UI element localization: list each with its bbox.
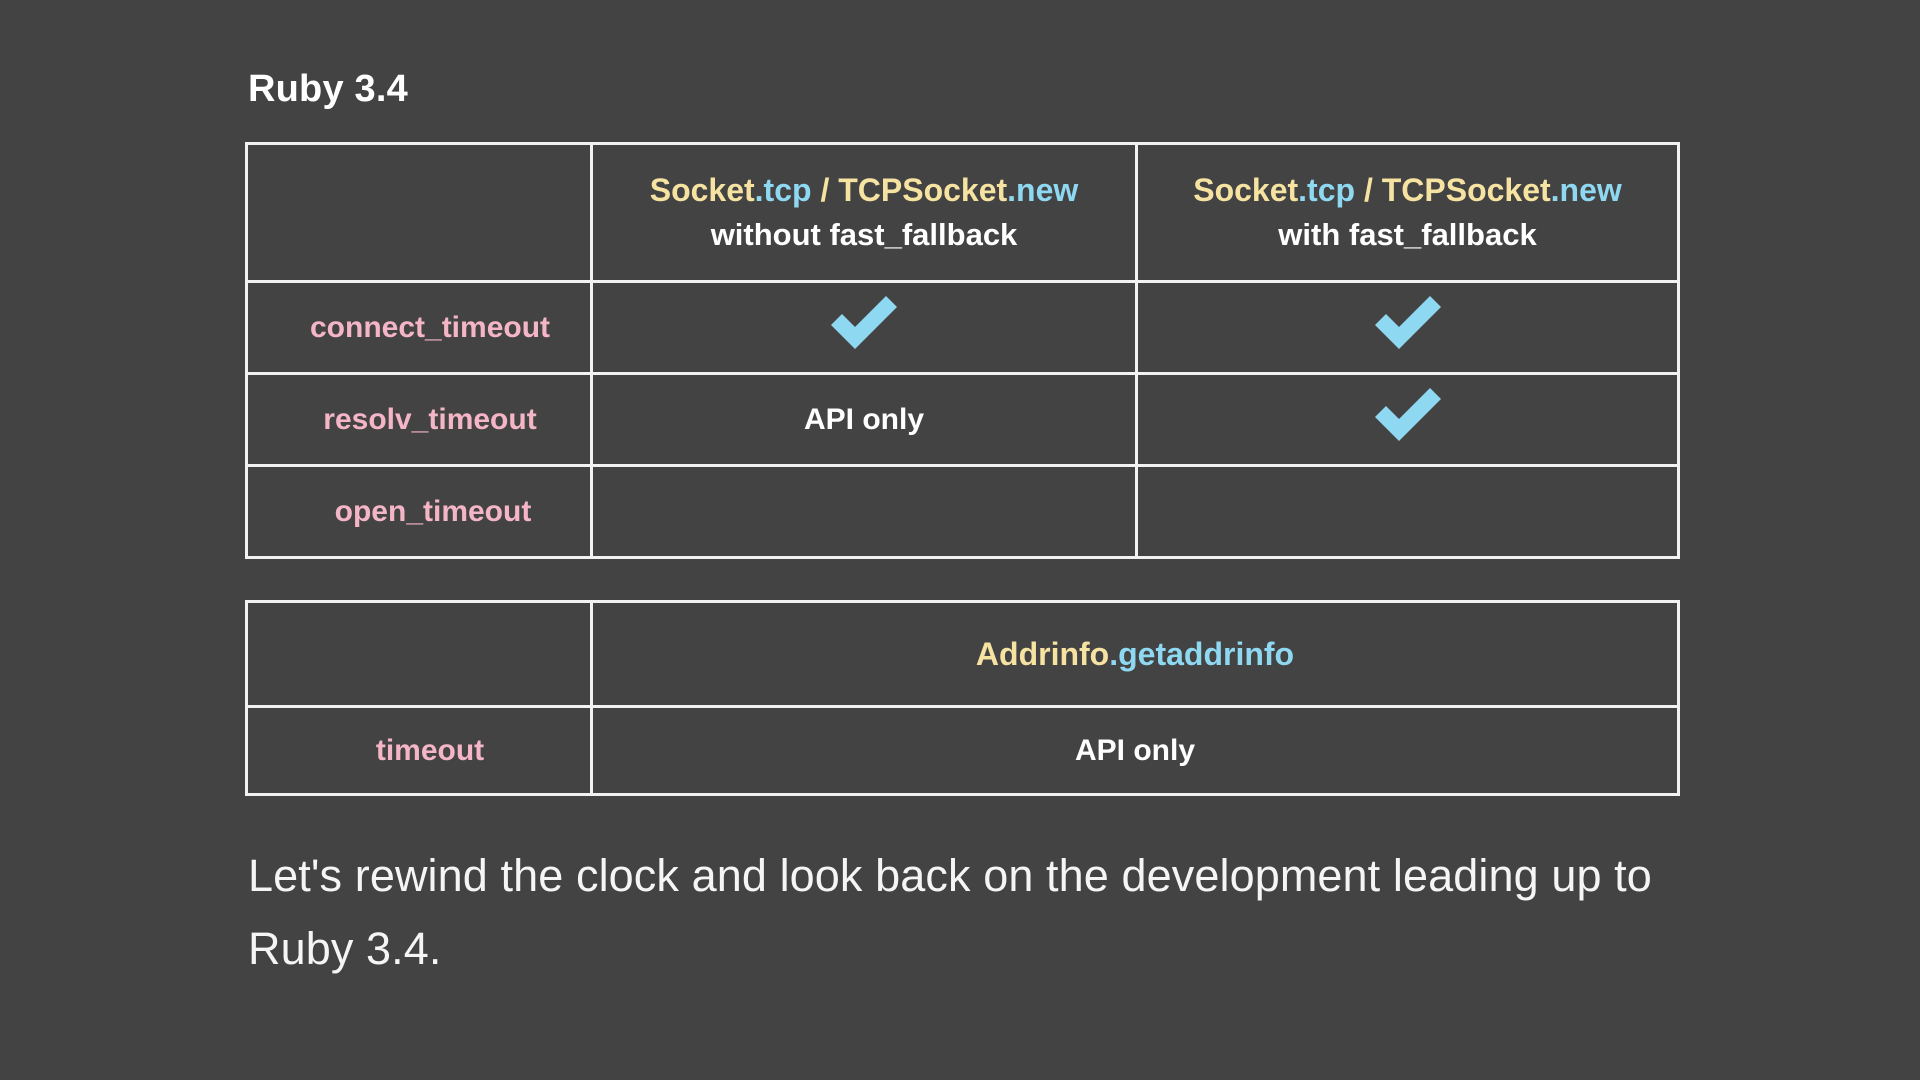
row-label-connect-timeout: connect_timeout <box>245 280 593 375</box>
code-method-new: .new <box>1007 171 1079 208</box>
code-constant-socket: Socket <box>1193 171 1299 208</box>
cell-resolv-timeout-without-fast-fallback: API only <box>590 372 1138 467</box>
table-header-row: Addrinfo.getaddrinfo <box>245 600 1680 708</box>
row-label-open-timeout: open_timeout <box>245 464 593 559</box>
code-separator: / <box>811 171 839 208</box>
code-method-tcp: .tcp <box>754 171 812 208</box>
table-row: connect_timeout <box>245 280 1680 375</box>
cell-timeout-addrinfo: API only <box>590 705 1680 796</box>
header-cell-with-fast-fallback: Socket.tcp / TCPSocket.new with fast_fal… <box>1135 142 1680 283</box>
code-constant-addrinfo: Addrinfo <box>975 635 1110 672</box>
table-header-row: Socket.tcp / TCPSocket.new without fast_… <box>245 142 1680 283</box>
code-constant-socket: Socket <box>649 171 755 208</box>
code-signature: Socket.tcp / TCPSocket.new <box>1138 170 1677 211</box>
check-icon <box>825 295 903 355</box>
table-row: open_timeout <box>245 464 1680 559</box>
check-icon <box>1369 295 1447 355</box>
code-method-tcp: .tcp <box>1298 171 1356 208</box>
header-corner-cell <box>245 600 593 708</box>
cell-connect-timeout-with-fast-fallback <box>1135 280 1680 375</box>
code-constant-tcpsocket: TCPSocket <box>1381 171 1551 208</box>
row-label-resolv-timeout: resolv_timeout <box>245 372 593 467</box>
code-signature: Socket.tcp / TCPSocket.new <box>593 170 1135 211</box>
code-constant-tcpsocket: TCPSocket <box>838 171 1008 208</box>
header-cell-without-fast-fallback: Socket.tcp / TCPSocket.new without fast_… <box>590 142 1138 283</box>
table-row: resolv_timeout API only <box>245 372 1680 467</box>
table-row: timeout API only <box>245 705 1680 796</box>
header-subtitle: without fast_fallback <box>710 216 1018 252</box>
code-method-new: .new <box>1550 171 1622 208</box>
header-cell-addrinfo-getaddrinfo: Addrinfo.getaddrinfo <box>590 600 1680 708</box>
addrinfo-table: Addrinfo.getaddrinfo timeout API only <box>245 600 1680 796</box>
check-icon <box>1369 387 1447 447</box>
page-title: Ruby 3.4 <box>248 68 408 110</box>
cell-open-timeout-without-fast-fallback <box>590 464 1138 559</box>
slide-caption: Let's rewind the clock and look back on … <box>248 850 1652 974</box>
header-corner-cell <box>245 142 593 283</box>
code-signature: Addrinfo.getaddrinfo <box>593 634 1677 675</box>
code-method-getaddrinfo: .getaddrinfo <box>1109 635 1295 672</box>
header-subtitle: with fast_fallback <box>1278 216 1537 252</box>
code-separator: / <box>1355 171 1382 208</box>
timeout-support-table: Socket.tcp / TCPSocket.new without fast_… <box>245 142 1680 559</box>
row-label-timeout: timeout <box>245 705 593 796</box>
cell-open-timeout-with-fast-fallback <box>1135 464 1680 559</box>
cell-resolv-timeout-with-fast-fallback <box>1135 372 1680 467</box>
cell-connect-timeout-without-fast-fallback <box>590 280 1138 375</box>
